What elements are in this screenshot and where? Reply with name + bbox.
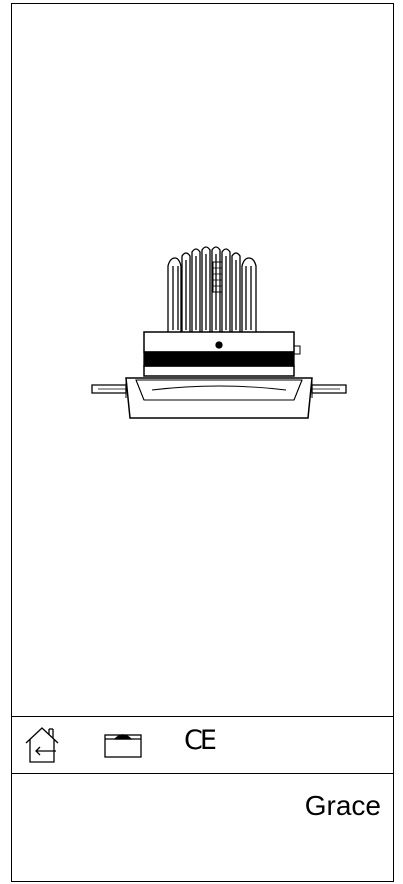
recessed-mounting-icon [104, 734, 142, 758]
datasheet-frame: CE Grace [11, 3, 394, 882]
product-image-area [12, 4, 393, 716]
certification-icon-row: CE [12, 716, 393, 774]
downlight-drawing [91, 246, 347, 419]
product-name: Grace [304, 790, 381, 821]
heatsink [167, 257, 182, 332]
product-name-row: Grace [12, 774, 393, 881]
square-trim [125, 377, 313, 419]
ce-mark-icon: CE [184, 725, 217, 756]
indoor-use-icon [25, 727, 59, 763]
